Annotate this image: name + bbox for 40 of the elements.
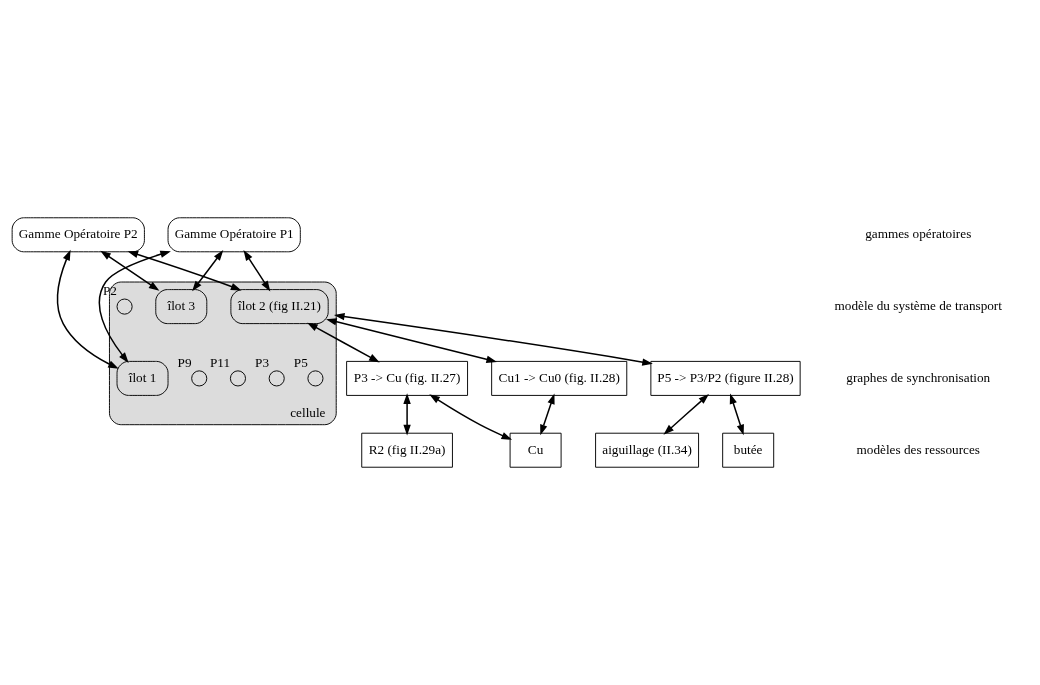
arrow: [192, 250, 224, 292]
node-circle: [229, 370, 246, 387]
arrow: [403, 393, 411, 436]
arrow: [663, 394, 710, 435]
node-label: P11: [209, 355, 231, 371]
arrow: [307, 322, 380, 363]
node-box: Gamme Opératoire P1: [167, 217, 301, 253]
node-box: aiguillage (II.34): [595, 432, 700, 468]
node-circle: [307, 370, 324, 387]
node-box: P5 -> P3/P2 (figure II.28): [650, 360, 801, 396]
label: graphes de synchronisation: [846, 369, 991, 385]
label: gammes opératoires: [865, 226, 972, 242]
node-box: P3 -> Cu (fig. II.27): [346, 360, 469, 396]
node-box: îlot 2 (fig II.21): [230, 289, 329, 325]
arrow: [429, 394, 513, 440]
node-box: R2 (fig II.29a): [361, 432, 453, 468]
arrow: [326, 318, 497, 363]
node-box: îlot 1: [116, 360, 169, 396]
arrow: [56, 249, 119, 369]
node-circle: [268, 370, 285, 387]
node-label: P9: [177, 355, 192, 371]
node-circle: [191, 370, 208, 387]
node-circle: [116, 298, 133, 315]
node-box: Gamme Opératoire P2: [11, 217, 145, 253]
arrow: [100, 250, 160, 291]
node-label: P5: [293, 355, 308, 371]
arrow: [540, 393, 555, 436]
arrow: [729, 393, 744, 436]
arrow: [333, 312, 653, 366]
node-label: P2: [102, 283, 117, 299]
node-box: Cu1 -> Cu0 (fig. II.28): [491, 360, 628, 396]
arrow: [98, 250, 171, 363]
label: modèle du système de transport: [834, 298, 1002, 314]
arrow: [127, 250, 242, 291]
node-box: Cu: [509, 432, 562, 468]
label: modèles des ressources: [856, 441, 980, 457]
node-box: îlot 3: [155, 289, 208, 325]
node-box: butée: [722, 432, 775, 468]
arrow: [243, 250, 271, 292]
node-label: P3: [255, 355, 270, 371]
